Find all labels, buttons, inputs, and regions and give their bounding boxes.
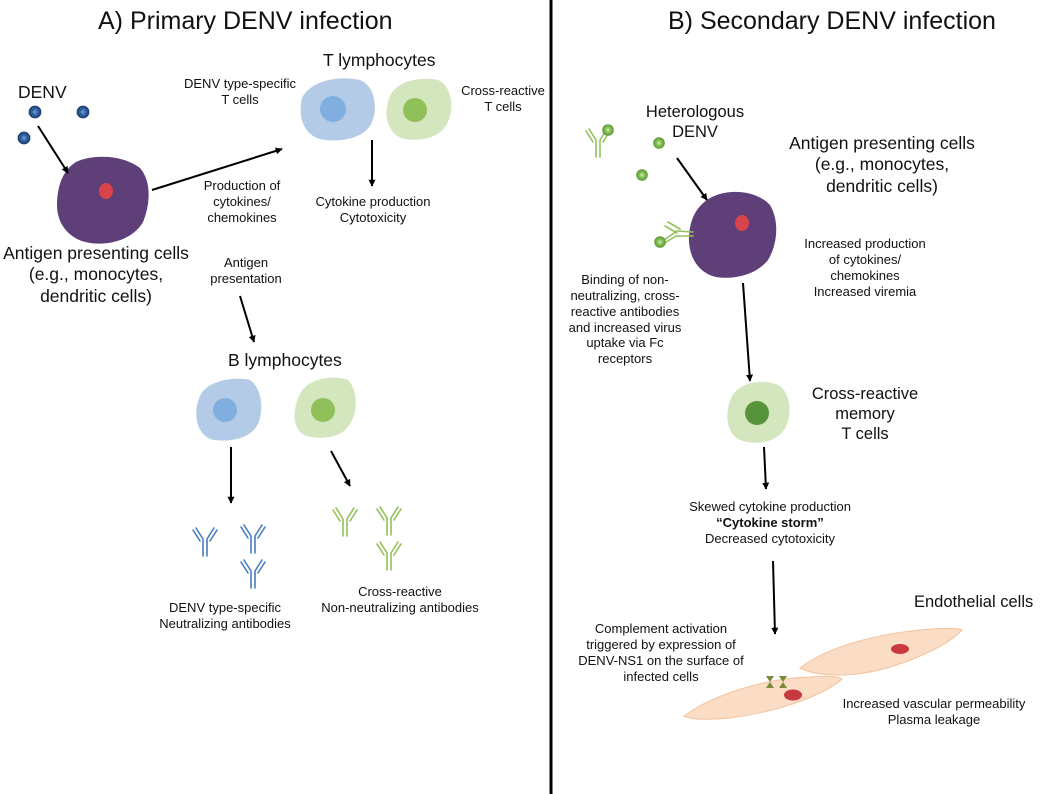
- t-cell-cross-reactive-icon: [386, 78, 452, 140]
- virus-icon: [636, 169, 648, 181]
- endothelial-cells-label: Endothelial cells: [914, 593, 1034, 611]
- apc-label: Antigen presenting cells (e.g., monocyte…: [3, 243, 189, 306]
- arrow-b-cell-to-non-neutralizing: [330, 450, 351, 487]
- fc-binding-label: Binding of non- neutralizing, cross- rea…: [568, 272, 682, 367]
- heterologous-virus-particles: [636, 137, 665, 181]
- non-neutralizing-antibodies-label: Cross-reactive Non-neutralizing antibodi…: [321, 584, 479, 615]
- fc-bound-antibody-icon: [654, 221, 694, 248]
- t-lymphocytes-label: T lymphocytes: [323, 50, 436, 70]
- cytokine-production-label: Cytokine production Cytotoxicity: [315, 194, 431, 225]
- virus-icon: [28, 105, 42, 119]
- antigen-presentation-label: Antigen presentation: [210, 255, 282, 286]
- b-lymphocytes-label: B lymphocytes: [228, 350, 342, 370]
- memory-t-cells-label: Cross-reactive memory T cells: [811, 385, 919, 444]
- complement-complex-icon: [766, 676, 787, 688]
- b-cell-type-specific-icon: [196, 378, 262, 441]
- vascular-permeability-label: Increased vascular permeability Plasma l…: [842, 696, 1026, 727]
- increased-production-label: Increased production of cytokines/ chemo…: [804, 236, 926, 299]
- virus-icon: [76, 105, 90, 119]
- apc-cell-icon-secondary: [688, 191, 777, 278]
- arrow-denv-to-apc: [37, 125, 69, 174]
- skewed-cytokine-label: Skewed cytokine production “Cytokine sto…: [660, 499, 880, 547]
- arrow-memory-t-to-cytokine: [762, 446, 770, 490]
- denv-label: DENV: [18, 82, 67, 102]
- antibody-bound-virus-icon: [585, 124, 614, 158]
- neutralizing-antibodies-icon: [192, 524, 266, 589]
- virus-icon: [653, 137, 665, 149]
- memory-t-cell-icon: [727, 381, 790, 443]
- b-cell-cross-reactive-icon: [294, 377, 356, 438]
- virus-icon: [17, 131, 31, 145]
- neutralizing-antibodies-label: DENV type-specific Neutralizing antibodi…: [159, 600, 291, 631]
- endothelial-cells-icon: [683, 628, 963, 720]
- t-cell-type-specific-icon: [300, 78, 375, 141]
- denv-virus-particles: [17, 105, 90, 145]
- non-neutralizing-antibodies-icon: [332, 506, 402, 571]
- panel-b-title: B) Secondary DENV infection: [668, 7, 996, 35]
- complement-activation-label: Complement activation triggered by expre…: [578, 621, 744, 684]
- panel-a-title: A) Primary DENV infection: [98, 7, 393, 35]
- arrow-cytokine-to-endothelial: [771, 560, 779, 635]
- apc-secondary-label: Antigen presenting cells (e.g., monocyte…: [789, 133, 975, 196]
- cytokine-storm-label: “Cytokine storm”: [716, 514, 824, 530]
- production-cytokines-label: Production of cytokines/ chemokines: [203, 178, 281, 225]
- arrow-apc-to-t-cells: [151, 147, 283, 191]
- apc-cell-icon: [57, 156, 149, 244]
- cross-reactive-t-cells-label: Cross-reactive T cells: [461, 83, 545, 114]
- denv-type-specific-t-cells-label: DENV type-specific T cells: [184, 76, 296, 107]
- heterologous-denv-label: Heterologous DENV: [645, 103, 745, 142]
- arrow-heterologous-to-apc: [676, 157, 708, 201]
- arrow-antigen-presentation: [239, 295, 256, 343]
- arrow-apc-to-memory-t: [742, 282, 754, 382]
